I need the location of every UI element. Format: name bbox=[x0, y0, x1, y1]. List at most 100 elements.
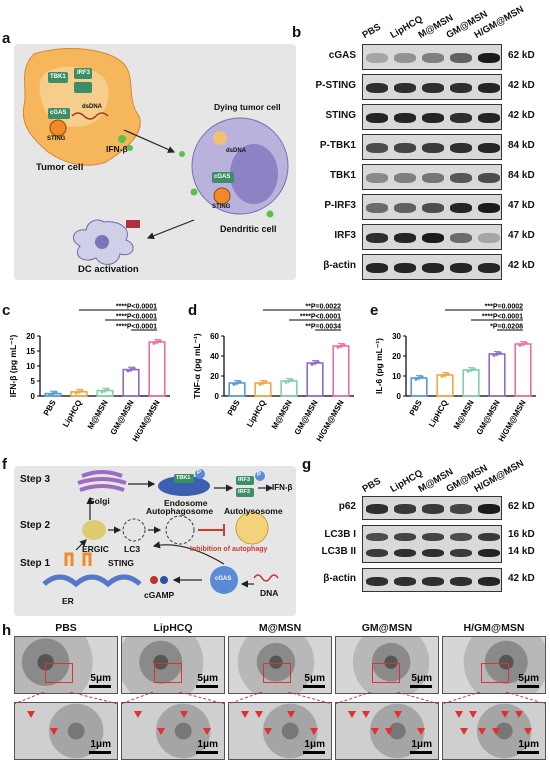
b-kd-label: 47 kD bbox=[508, 200, 535, 211]
f-cgas: cGAS bbox=[215, 576, 232, 582]
bar bbox=[122, 368, 140, 397]
g-band bbox=[421, 532, 445, 542]
f-er: ER bbox=[62, 596, 74, 606]
b-blot-strip bbox=[362, 164, 502, 190]
inhibition-arrow bbox=[198, 524, 225, 536]
f-tbk1: TBK1 bbox=[176, 475, 191, 481]
b-band bbox=[477, 173, 501, 183]
em-image-high-mag: 1μm bbox=[442, 702, 546, 760]
em-group-title: M@MSN bbox=[258, 622, 302, 634]
bar bbox=[148, 341, 166, 397]
arrow-tumor-to-dying bbox=[123, 129, 176, 153]
zoom-box bbox=[481, 663, 509, 683]
f-ergic: ERGIC bbox=[82, 544, 109, 554]
data-point bbox=[339, 344, 343, 348]
b-row-label: P-IRF3 bbox=[324, 200, 356, 211]
data-point bbox=[287, 379, 291, 383]
y-tick-label: 15 bbox=[26, 347, 35, 356]
zoom-line bbox=[227, 692, 263, 705]
schematic-a: TBK1 IRF3 cGAS STING dsDNA IFN-β Tumor c… bbox=[14, 44, 296, 280]
g-row-label: LC3B I bbox=[324, 528, 356, 540]
y-tick-label: 40 bbox=[210, 352, 219, 361]
b-kd-label: 42 kD bbox=[508, 110, 535, 121]
p-circle-2 bbox=[255, 471, 265, 481]
data-point bbox=[235, 381, 239, 385]
g-band bbox=[421, 549, 445, 558]
data-point bbox=[495, 352, 499, 356]
er-shape bbox=[42, 574, 142, 588]
category-label: GM@MSN bbox=[475, 398, 502, 436]
f-step2: Step 2 bbox=[20, 520, 51, 531]
zoom-box bbox=[263, 663, 291, 683]
b-band bbox=[449, 83, 473, 93]
dc-receptor bbox=[126, 220, 140, 228]
g-band bbox=[449, 532, 473, 542]
b-band bbox=[365, 263, 389, 273]
dna-strand bbox=[253, 574, 279, 582]
data-point bbox=[521, 342, 525, 346]
zoom-box bbox=[372, 663, 400, 683]
sting-node bbox=[49, 119, 67, 137]
zoom-line bbox=[334, 692, 372, 705]
scale-label: 1μm bbox=[90, 739, 111, 750]
bar bbox=[332, 345, 350, 397]
b-blot-strip bbox=[362, 224, 502, 250]
data-point bbox=[100, 390, 104, 394]
em-image-high-mag: 1μm bbox=[121, 702, 225, 760]
a-tumor-cell-text: Tumor cell bbox=[36, 162, 84, 173]
f-ifnb: IFN-β bbox=[272, 483, 293, 492]
data-point bbox=[74, 391, 78, 395]
y-tick-label: 0 bbox=[397, 392, 402, 401]
b-row-label: P-STING bbox=[315, 80, 356, 91]
scale-bar bbox=[303, 751, 325, 754]
irf3-box bbox=[74, 68, 92, 79]
ifn-dot bbox=[118, 135, 126, 143]
arrow-er-ergic bbox=[75, 539, 87, 551]
b-lane-label: PBS bbox=[360, 21, 383, 41]
f-irf3b: IRF3 bbox=[238, 489, 250, 495]
data-point bbox=[342, 343, 346, 347]
red-arrowhead bbox=[255, 711, 263, 718]
a-cgas-text: cGAS bbox=[50, 110, 67, 116]
cgamp-dot-2 bbox=[160, 576, 168, 584]
red-arrowhead bbox=[27, 711, 35, 718]
a-dendritic-text: Dendritic cell bbox=[220, 224, 277, 234]
red-arrowhead bbox=[50, 728, 58, 735]
b-row-label: IRF3 bbox=[334, 230, 356, 241]
data-point bbox=[258, 382, 262, 386]
b-band bbox=[477, 113, 501, 123]
category-label: GM@MSN bbox=[293, 398, 320, 436]
g-row-label: LC3B II bbox=[321, 545, 356, 557]
em-group-title: GM@MSN bbox=[361, 622, 413, 634]
category-label: M@MSN bbox=[86, 398, 110, 431]
autolysosome-shape bbox=[235, 511, 269, 545]
b-kd-label: 62 kD bbox=[508, 50, 535, 61]
em-image-low-mag: 5μm bbox=[442, 636, 546, 694]
ergic-shape bbox=[82, 520, 106, 540]
b-blot-strip bbox=[362, 134, 502, 160]
data-point bbox=[129, 368, 133, 372]
f-step3: Step 3 bbox=[20, 474, 51, 485]
scale-bar bbox=[196, 751, 218, 754]
b-row-label: TBK1 bbox=[329, 170, 356, 181]
scale-bar bbox=[517, 751, 539, 754]
category-label: LipHCQ bbox=[245, 399, 268, 429]
cgas-box-2 bbox=[212, 172, 234, 183]
f-cgamp: cGAMP bbox=[144, 590, 175, 600]
b-band bbox=[449, 143, 473, 153]
g-blot-strip bbox=[362, 525, 502, 564]
sting-f-shape bbox=[64, 552, 92, 566]
em-group-title: H/GM@MSN bbox=[463, 622, 525, 634]
scale-label: 5μm bbox=[197, 673, 218, 684]
red-arrowhead bbox=[455, 711, 463, 718]
category-label: PBS bbox=[42, 398, 58, 417]
g-band bbox=[365, 549, 389, 558]
b-blot-strip bbox=[362, 194, 502, 220]
b-blot-strip bbox=[362, 74, 502, 100]
g-blot-strip bbox=[362, 496, 502, 520]
em-image-high-mag: 1μm bbox=[335, 702, 439, 760]
a-tbk1-text: TBK1 bbox=[50, 74, 66, 80]
